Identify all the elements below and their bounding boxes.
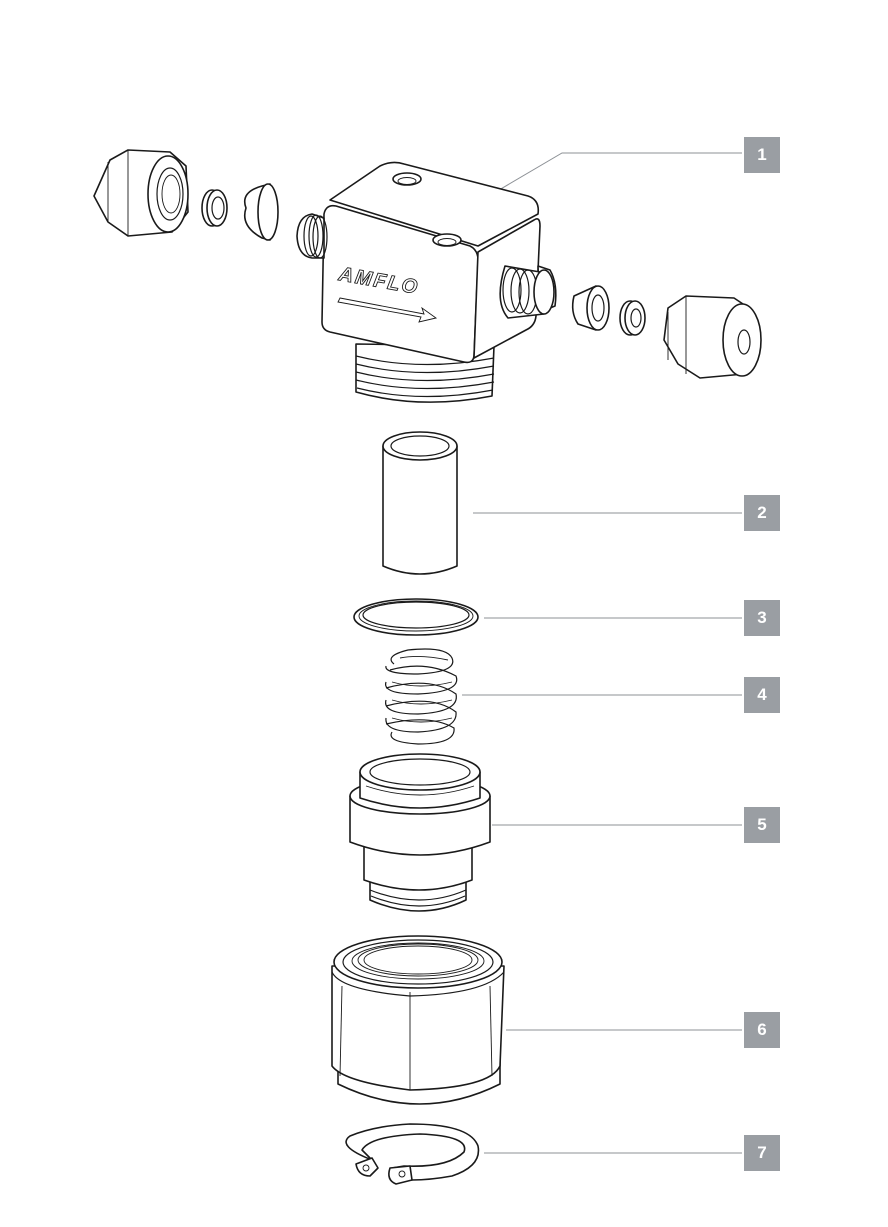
callout-label: 2 (757, 503, 767, 522)
part-3-o-ring (353, 598, 479, 636)
body-right-port (499, 265, 557, 319)
body-left-port (296, 213, 328, 259)
left-hex-nut (93, 149, 189, 237)
body-cube (321, 161, 541, 364)
leader-line-1 (481, 152, 742, 201)
part-7-retaining-clip (345, 1123, 480, 1185)
part-6-hex-nut (331, 935, 505, 1105)
part-2-tube (382, 431, 458, 575)
callout-1: 1 (744, 137, 780, 173)
callout-7: 7 (744, 1135, 780, 1171)
part-1-valve-body: AMFLO (296, 161, 557, 403)
part-5-insert (349, 753, 491, 912)
callout-6: 6 (744, 1012, 780, 1048)
callout-label: 5 (757, 815, 767, 834)
right-ferrule-front (571, 285, 610, 331)
callout-label: 3 (757, 608, 767, 627)
callout-label: 7 (757, 1143, 767, 1162)
callout-label: 6 (757, 1020, 767, 1039)
part-4-spring (385, 648, 458, 745)
right-ferrule-back (619, 300, 646, 336)
right-hex-nut (663, 295, 762, 379)
callout-3: 3 (744, 600, 780, 636)
callout-label: 1 (757, 145, 767, 164)
callout-2: 2 (744, 495, 780, 531)
callout-4: 4 (744, 677, 780, 713)
left-ferrule-front (243, 183, 279, 241)
flow-arrow-icon (337, 297, 438, 323)
left-ferrule-back (201, 189, 228, 227)
callout-label: 4 (757, 685, 767, 704)
callout-5: 5 (744, 807, 780, 843)
